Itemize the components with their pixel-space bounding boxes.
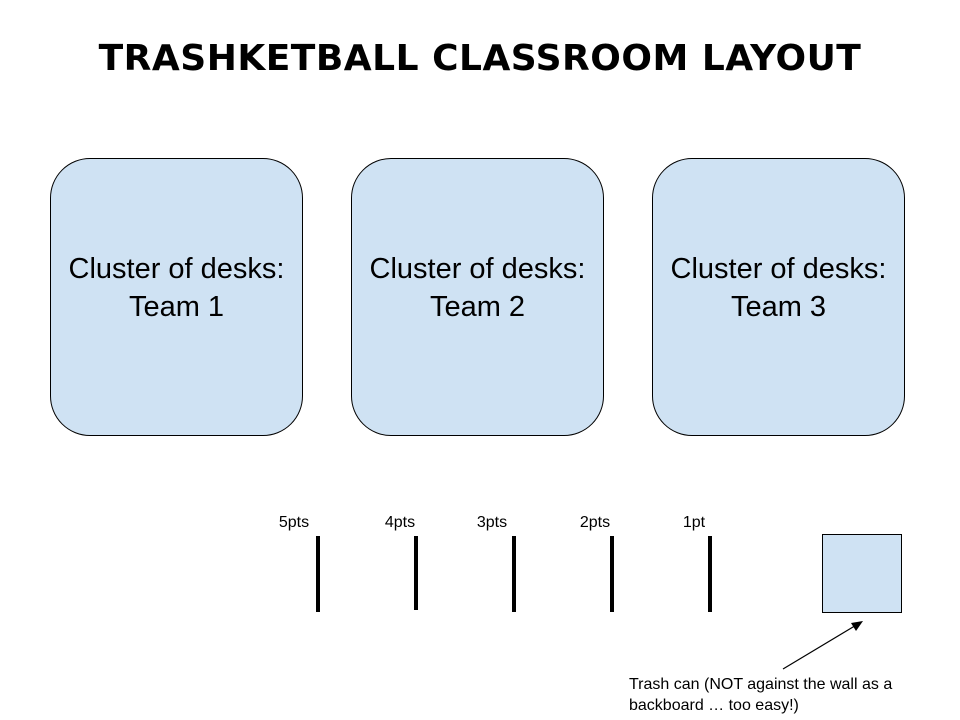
trash-can <box>822 534 902 613</box>
desk-cluster-team-2: Cluster of desks: Team 2 <box>351 158 604 436</box>
trash-can-caption: Trash can (NOT against the wall as a bac… <box>629 676 893 714</box>
shooting-line-label-3pts: 3pts <box>476 514 508 531</box>
diagram-title: Trashketball Classroom Layout <box>98 38 862 79</box>
shooting-line-4pts <box>414 536 418 610</box>
shooting-line-1pt <box>708 536 712 612</box>
desk-cluster-label: Cluster of desks: Team 3 <box>670 253 887 323</box>
desk-cluster-label: Cluster of desks: Team 1 <box>68 253 285 323</box>
shooting-line-label-2pts: 2pts <box>579 514 611 531</box>
desk-cluster-label: Cluster of desks: Team 2 <box>369 253 586 323</box>
shooting-line-label-5pts: 5pts <box>278 514 310 531</box>
desk-cluster-team-1: Cluster of desks: Team 1 <box>50 158 303 436</box>
shooting-line-label-4pts: 4pts <box>384 514 416 531</box>
shooting-line-3pts <box>512 536 516 612</box>
desk-cluster-team-3: Cluster of desks: Team 3 <box>652 158 905 436</box>
shooting-line-5pts <box>316 536 320 612</box>
shooting-line-2pts <box>610 536 614 612</box>
shooting-line-label-1pt: 1pt <box>682 514 706 531</box>
